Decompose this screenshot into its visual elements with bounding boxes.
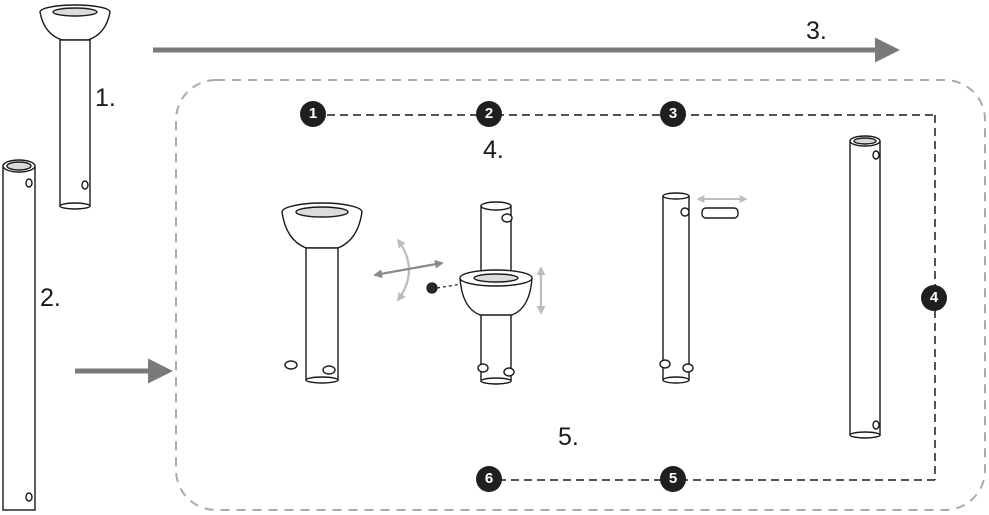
step-badge-2: 2 [476,101,502,127]
step-path [314,114,936,481]
step-badge-6: 6 [476,466,502,492]
step-badge-1: 1 [300,101,326,127]
assembled-pole [849,135,881,439]
step-badge-5: 5 [660,466,686,492]
extension-pole [2,159,36,511]
mount-cup-pole [39,4,111,210]
label-step-3: 3. [806,17,827,45]
label-step-4: 4. [483,136,504,164]
label-part-1: 1. [95,84,116,112]
label-part-2: 2. [40,284,61,312]
assembly-frame [175,79,986,511]
step-badge-3: 3 [660,101,686,127]
screw [426,282,463,294]
assembly-step-cup [281,202,363,384]
assembly-step-pin [659,192,739,384]
label-step-5: 5. [558,423,579,451]
step-badge-4: 4 [921,285,947,311]
rotate-arrows [373,238,444,302]
assembly-step-pole-through-cup [459,201,533,385]
